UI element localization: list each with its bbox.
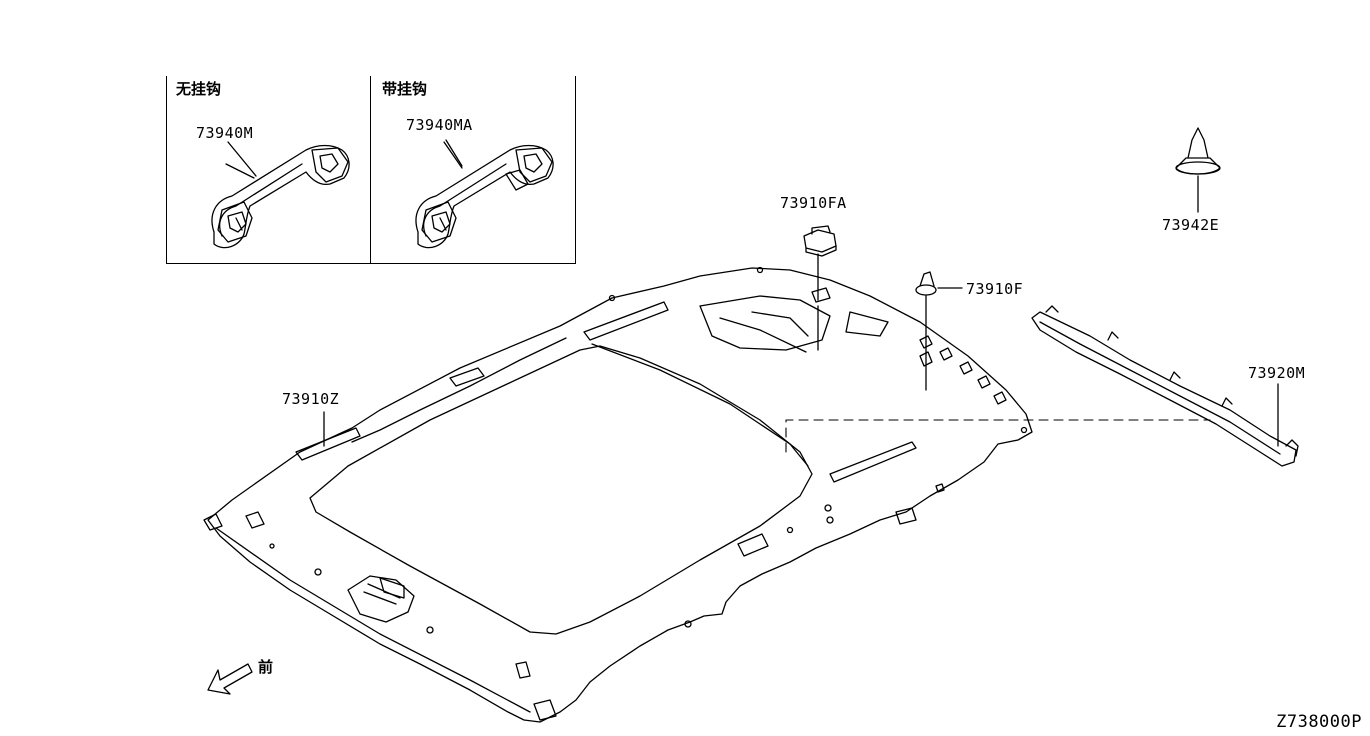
- clip-73942E: [1175, 127, 1221, 213]
- front-direction-arrow: [207, 663, 253, 695]
- part-label-73940M: 73940M: [196, 124, 254, 142]
- reference-dashed-line: [785, 419, 1211, 453]
- leader-73940M: [227, 141, 257, 177]
- headliner-panel: [203, 266, 1033, 723]
- part-label-73920M: 73920M: [1248, 364, 1306, 382]
- grip-variant-inset: [166, 76, 576, 264]
- part-label-73910F: 73910F: [966, 280, 1024, 298]
- rail-trim-73920M: [1031, 305, 1299, 467]
- assist-grip-with-hook: [415, 139, 554, 249]
- part-label-73942E: 73942E: [1162, 216, 1220, 234]
- inset-right-title: 带挂钩: [382, 80, 428, 98]
- clip-73910FA: [803, 225, 837, 351]
- part-label-73910FA: 73910FA: [780, 194, 847, 212]
- part-label-73940MA: 73940MA: [406, 116, 473, 134]
- inset-left-title: 无挂钩: [176, 80, 222, 98]
- inset-divider: [370, 76, 371, 264]
- front-label: 前: [258, 658, 274, 676]
- assist-grip-without-hook: [211, 144, 350, 249]
- clip-73910F: [915, 271, 963, 391]
- part-label-73910Z: 73910Z: [282, 390, 340, 408]
- leader-73940MA: [443, 141, 463, 169]
- diagram-code: Z738000P: [1276, 712, 1362, 732]
